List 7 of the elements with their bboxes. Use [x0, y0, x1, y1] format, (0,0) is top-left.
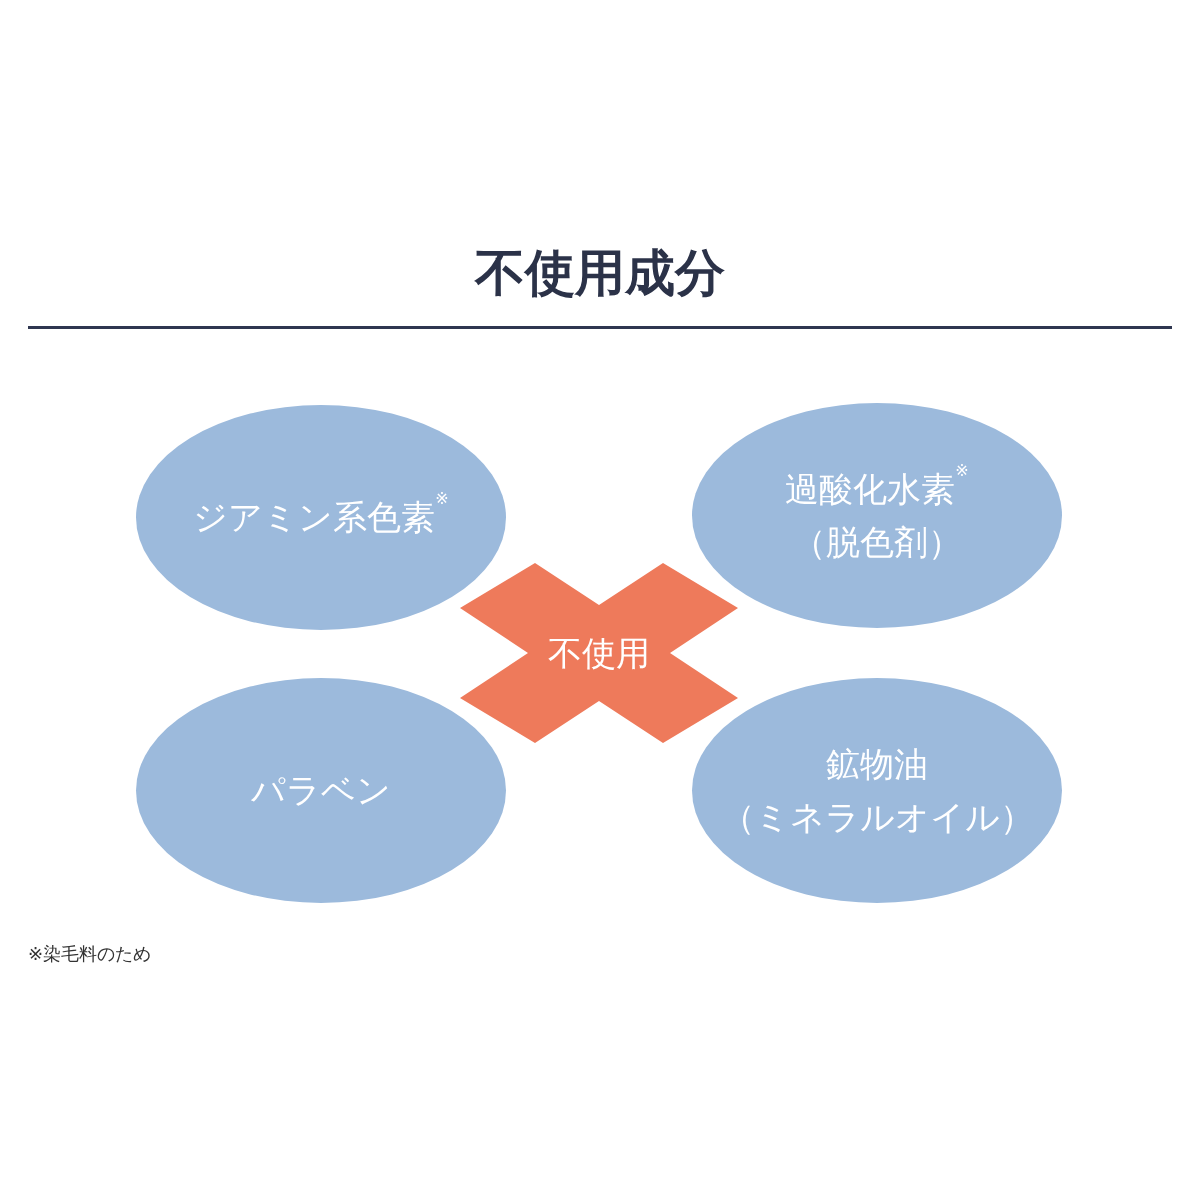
node-text: 不使用 — [548, 631, 650, 675]
node-text: 過酸化水素$^{※}$（脱色剤） — [784, 462, 970, 564]
node-text: パラベン — [251, 769, 391, 813]
footnote: ※染毛料のため — [28, 942, 152, 966]
node-text: ジアミン系色素$^{※}$ — [193, 491, 449, 540]
node-text: 鉱物油（ミネラルオイル） — [719, 742, 1035, 839]
title: 不使用成分 — [473, 243, 726, 304]
